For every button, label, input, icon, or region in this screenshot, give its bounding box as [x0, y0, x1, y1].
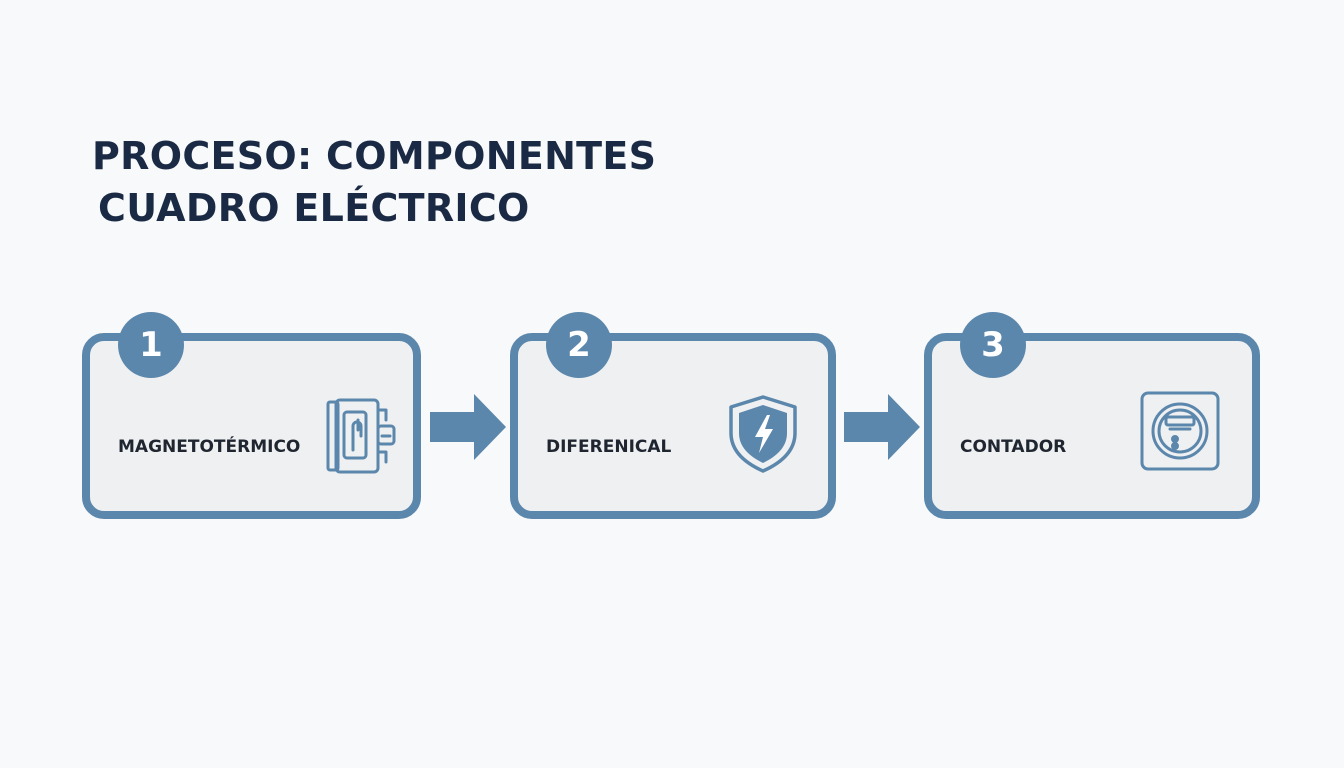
electric-meter-icon	[1140, 391, 1220, 471]
page-title-line-2: CUADRO ELÉCTRICO	[98, 186, 530, 230]
step-number-badge: 2	[546, 312, 612, 378]
step-label: DIFERENICAL	[546, 437, 672, 457]
page-title-line-1: PROCESO: COMPONENTES	[92, 134, 657, 178]
step-number-badge: 3	[960, 312, 1026, 378]
arrow-right-icon	[430, 394, 506, 460]
arrow-right-icon	[844, 394, 920, 460]
step-card-1: 1 MAGNETOTÉRMICO	[82, 312, 421, 519]
circuit-breaker-icon	[320, 396, 400, 476]
shield-lightning-icon	[723, 393, 803, 473]
page-title: PROCESO: COMPONENTES CUADRO ELÉCTRICO	[92, 130, 656, 234]
step-card-3: 3 CONTADOR	[924, 312, 1260, 519]
step-label: MAGNETOTÉRMICO	[118, 437, 301, 457]
step-label: CONTADOR	[960, 437, 1067, 457]
step-card-2: 2 DIFERENICAL	[510, 312, 836, 519]
step-number-badge: 1	[118, 312, 184, 378]
